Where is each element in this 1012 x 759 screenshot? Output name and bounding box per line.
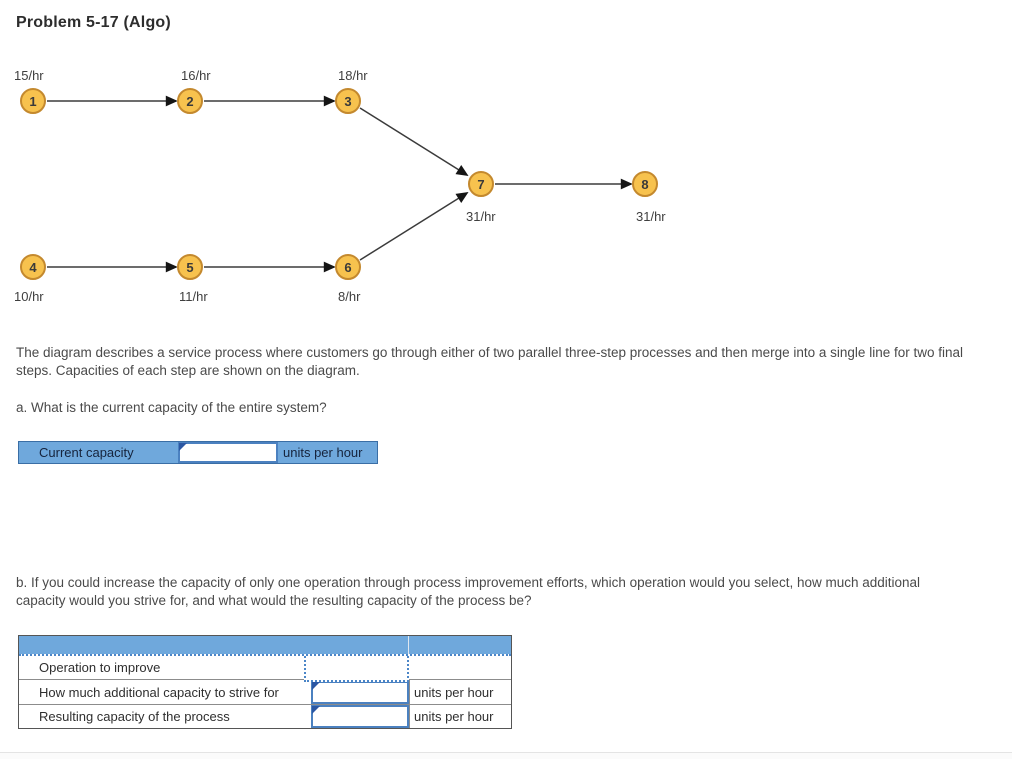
node-4-label: 4 — [29, 259, 37, 275]
rate-label-7: 31/hr — [466, 209, 496, 224]
resulting-capacity-units: units per hour — [409, 705, 511, 728]
additional-capacity-label: How much additional capacity to strive f… — [39, 684, 279, 700]
rate-label-5: 11/hr — [179, 289, 208, 304]
table-row-additional-capacity: How much additional capacity to strive f… — [19, 679, 511, 704]
table-header-cell-left — [19, 636, 409, 654]
diagram-edges — [47, 95, 633, 273]
current-capacity-label: Current capacity — [39, 445, 134, 460]
edge-6-7 — [359, 192, 469, 261]
resulting-capacity-input[interactable] — [311, 705, 409, 728]
current-capacity-answer-box — [178, 442, 278, 463]
problem-description: The diagram describes a service process … — [16, 345, 963, 378]
current-capacity-input[interactable] — [178, 442, 278, 463]
question-b-table: Operation to improve How much additional… — [18, 635, 512, 729]
node-5-label: 5 — [186, 259, 194, 275]
rate-label-1: 15/hr — [14, 68, 44, 83]
node-8: 8 — [632, 171, 658, 197]
answer-flag-icon — [312, 706, 320, 714]
rate-label-2: 16/hr — [181, 68, 211, 83]
node-2-label: 2 — [186, 93, 194, 109]
current-capacity-units: units per hour — [283, 445, 363, 460]
node-1-label: 1 — [29, 93, 37, 109]
bottom-divider — [0, 752, 1012, 753]
node-3: 3 — [335, 88, 361, 114]
edge-3-7 — [359, 107, 469, 176]
question-a-prompt: a. What is the current capacity of the e… — [16, 400, 327, 415]
node-4: 4 — [20, 254, 46, 280]
node-7: 7 — [468, 171, 494, 197]
operation-label: Operation to improve — [39, 660, 161, 675]
additional-capacity-answer-box — [311, 680, 409, 704]
node-6-label: 6 — [344, 259, 352, 275]
table-header-cell-right — [409, 636, 511, 654]
rate-label-3: 18/hr — [338, 68, 368, 83]
node-5: 5 — [177, 254, 203, 280]
rate-label-8: 31/hr — [636, 209, 666, 224]
additional-capacity-units: units per hour — [409, 680, 511, 704]
table-row-operation: Operation to improve — [19, 654, 511, 682]
rate-label-6: 8/hr — [338, 289, 361, 304]
question-b-prompt: b. If you could increase the capacity of… — [16, 575, 921, 608]
table-row-resulting-capacity: Resulting capacity of the process units … — [19, 704, 511, 728]
additional-capacity-input[interactable] — [311, 680, 409, 704]
node-6: 6 — [335, 254, 361, 280]
node-7-label: 7 — [477, 176, 485, 192]
node-8-label: 8 — [641, 176, 649, 192]
resulting-capacity-answer-box — [311, 705, 409, 728]
resulting-capacity-label: Resulting capacity of the process — [39, 709, 230, 724]
current-capacity-row: Current capacity units per hour — [18, 441, 378, 464]
process-diagram: 1 2 3 4 5 6 7 8 15/hr 16/hr 18/hr 10/hr … — [0, 60, 700, 322]
answer-flag-icon — [312, 681, 320, 690]
rate-label-4: 10/hr — [14, 289, 44, 304]
answer-flag-icon — [179, 443, 187, 451]
node-3-label: 3 — [344, 93, 352, 109]
page-footer-area — [0, 753, 1012, 759]
page-title: Problem 5-17 (Algo) — [16, 14, 171, 31]
operation-improve-select[interactable] — [304, 656, 409, 682]
table-header-row — [19, 636, 511, 654]
node-2: 2 — [177, 88, 203, 114]
node-1: 1 — [20, 88, 46, 114]
